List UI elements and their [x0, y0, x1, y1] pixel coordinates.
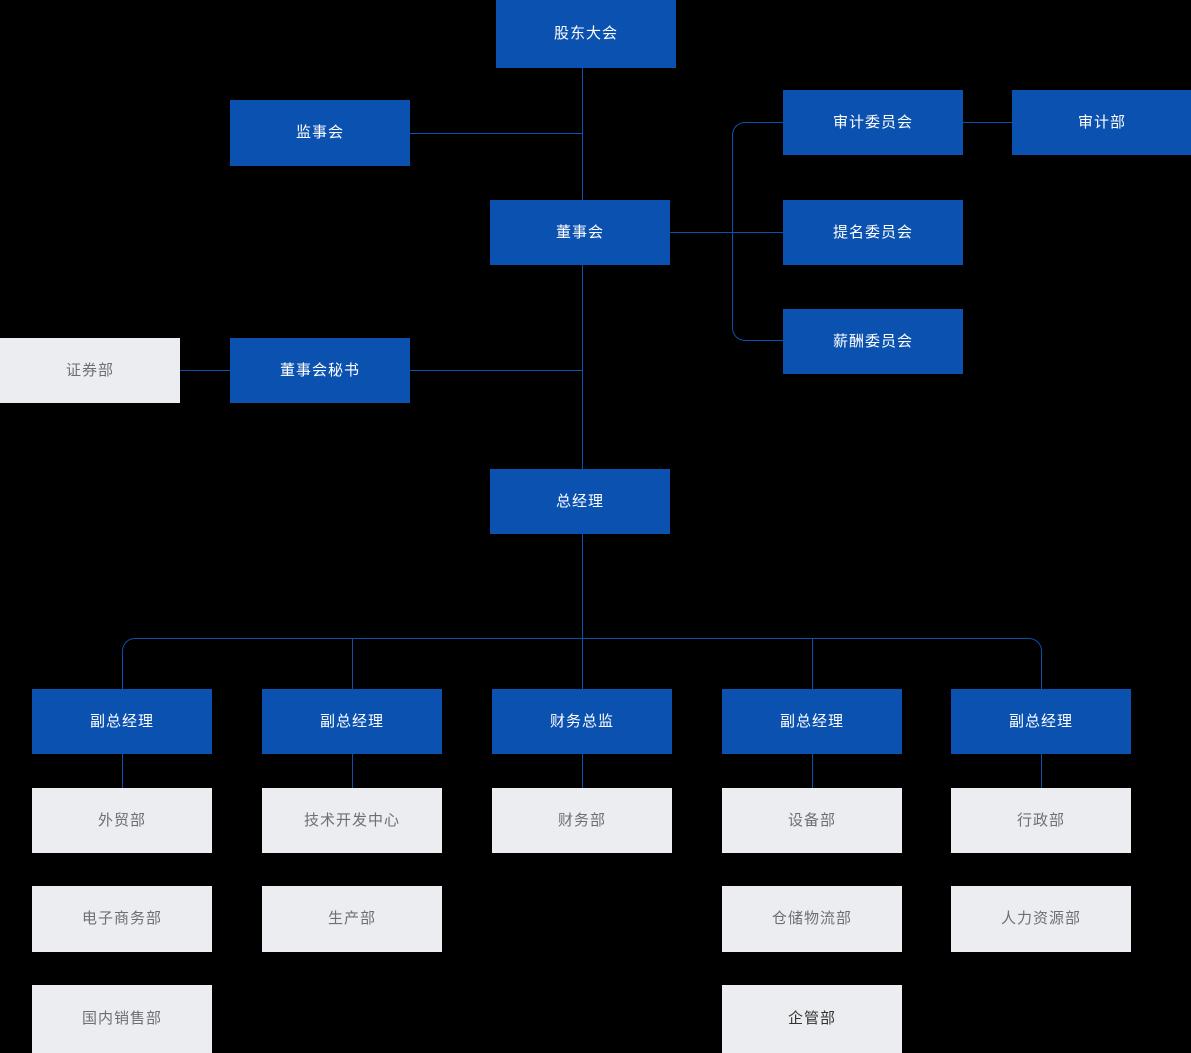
node-domestic-sales-dept[interactable]: 国内销售部 [32, 985, 212, 1053]
connector-col4-to-dept [812, 754, 813, 788]
connector-drop-col4 [812, 638, 813, 689]
node-label: 副总经理 [319, 712, 384, 730]
node-warehouse-logistics-dept[interactable]: 仓储物流部 [722, 886, 902, 952]
connector-bar-corner-right [1028, 638, 1042, 652]
node-label: 设备部 [787, 811, 836, 829]
node-deputy-gm-1[interactable]: 副总经理 [32, 689, 212, 754]
connector-col5-to-dept [1041, 754, 1042, 788]
node-nomination-committee[interactable]: 提名委员会 [783, 200, 963, 265]
connector-committee-top-arm [745, 122, 783, 123]
node-general-manager[interactable]: 总经理 [490, 469, 670, 534]
node-enterprise-mgmt-dept[interactable]: 企管部 [722, 985, 902, 1053]
node-audit-committee[interactable]: 审计委员会 [783, 90, 963, 155]
node-label: 证券部 [65, 361, 114, 379]
connector-drop-col3 [582, 638, 583, 689]
connector-committee-mid-arm [732, 232, 783, 233]
node-deputy-gm-4[interactable]: 副总经理 [951, 689, 1131, 754]
node-label: 副总经理 [1008, 712, 1073, 730]
connector-col1-to-dept [122, 754, 123, 788]
node-board-of-directors[interactable]: 董事会 [490, 200, 670, 265]
connector-col2-to-dept [352, 754, 353, 788]
node-board-secretary[interactable]: 董事会秘书 [230, 338, 410, 403]
node-label: 财务总监 [549, 712, 614, 730]
connector-col3-to-dept [582, 754, 583, 788]
connector-secretary-to-trunk [410, 370, 583, 371]
node-label: 股东大会 [553, 25, 618, 42]
connector-drop-col1 [122, 651, 123, 689]
node-equipment-dept[interactable]: 设备部 [722, 788, 902, 853]
node-label: 监事会 [295, 124, 344, 141]
node-label: 董事会秘书 [279, 361, 360, 379]
node-label: 审计委员会 [832, 113, 913, 131]
node-label: 董事会 [555, 223, 604, 241]
node-label: 薪酬委员会 [832, 332, 913, 350]
connector-board-to-committees [670, 232, 783, 233]
node-cfo[interactable]: 财务总监 [492, 689, 672, 754]
node-label: 审计部 [1077, 113, 1126, 131]
node-securities-department[interactable]: 证券部 [0, 338, 180, 403]
connector-securities-to-secretary [180, 370, 230, 371]
connector-committee-corner-bottom [732, 327, 746, 341]
connector-supervisory-to-trunk [410, 133, 582, 134]
node-label: 副总经理 [89, 712, 154, 730]
connector-committee-spine [732, 135, 733, 328]
node-label: 电子商务部 [81, 910, 162, 927]
node-finance-dept[interactable]: 财务部 [492, 788, 672, 853]
node-label: 财务部 [557, 811, 606, 829]
node-label: 副总经理 [779, 712, 844, 730]
connector-bar-corner-left [122, 638, 136, 652]
node-remuneration-committee[interactable]: 薪酬委员会 [783, 309, 963, 374]
connector-drop-col5 [1041, 651, 1042, 689]
node-label: 提名委员会 [832, 223, 913, 241]
connector-audit-committee-to-audit-dept [963, 122, 1012, 123]
node-label: 企管部 [787, 1010, 836, 1027]
node-ecommerce-dept[interactable]: 电子商务部 [32, 886, 212, 952]
node-audit-department[interactable]: 审计部 [1012, 90, 1191, 155]
node-label: 人力资源部 [1000, 910, 1081, 927]
node-label: 技术开发中心 [303, 811, 400, 829]
node-foreign-trade-dept[interactable]: 外贸部 [32, 788, 212, 853]
node-shareholders-meeting[interactable]: 股东大会 [496, 0, 676, 68]
connector-board-to-gm [582, 265, 583, 469]
node-label: 国内销售部 [81, 1010, 162, 1027]
node-supervisory-board[interactable]: 监事会 [230, 100, 410, 166]
connector-committee-corner-top [732, 122, 746, 136]
connector-committee-bottom-arm [745, 340, 783, 341]
node-deputy-gm-2[interactable]: 副总经理 [262, 689, 442, 754]
node-deputy-gm-3[interactable]: 副总经理 [722, 689, 902, 754]
node-label: 生产部 [327, 910, 376, 927]
connector-drop-col2 [352, 638, 353, 689]
node-admin-dept[interactable]: 行政部 [951, 788, 1131, 853]
node-production-dept[interactable]: 生产部 [262, 886, 442, 952]
node-label: 总经理 [555, 492, 604, 510]
node-label: 仓储物流部 [771, 910, 852, 927]
node-label: 外贸部 [97, 811, 146, 829]
node-tech-rd-center[interactable]: 技术开发中心 [262, 788, 442, 853]
connector-gm-to-bar [582, 534, 583, 638]
node-label: 行政部 [1016, 811, 1065, 829]
node-hr-dept[interactable]: 人力资源部 [951, 886, 1131, 952]
connector-shareholders-to-board [582, 68, 583, 200]
